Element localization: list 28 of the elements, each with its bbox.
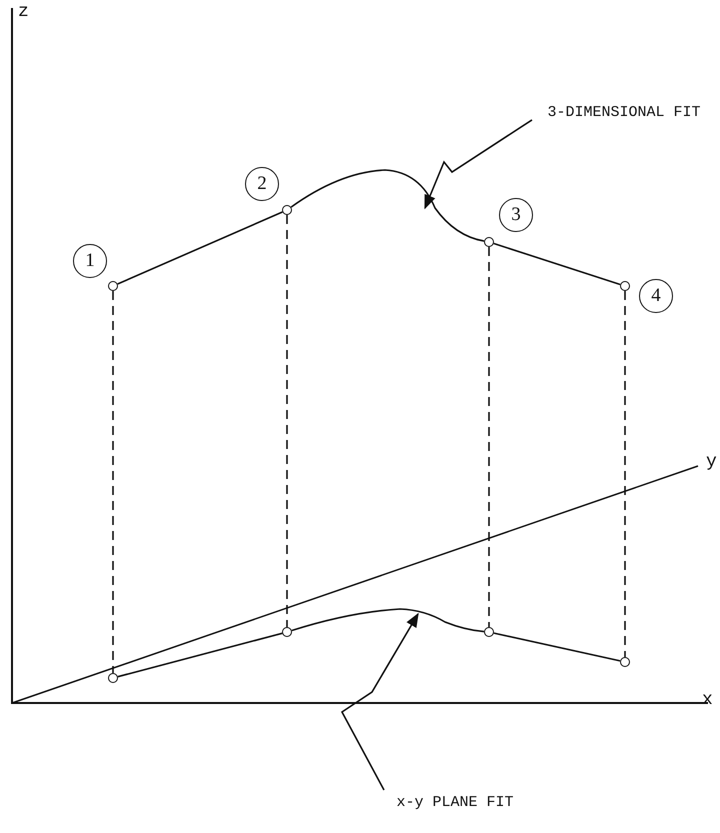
leader-arrow (424, 119, 532, 210)
callout-number: 4 (639, 279, 673, 313)
data-point (484, 237, 494, 247)
curve-segment (292, 608, 484, 632)
callout-number: 2 (245, 167, 279, 201)
data-point (620, 657, 630, 667)
data-point (620, 281, 630, 291)
data-point (108, 673, 118, 683)
axis-label: z (18, 2, 29, 22)
curve-label: x-y PLANE FIT (370, 790, 540, 814)
dashed-projection-line (624, 291, 626, 657)
data-point (484, 627, 494, 637)
curve-segment (118, 632, 282, 678)
curve-segment (290, 169, 484, 242)
dashed-projection-line (112, 291, 114, 673)
data-point (108, 281, 118, 291)
axis-label: y (706, 452, 717, 472)
curve-segment (117, 211, 283, 285)
data-point (282, 627, 292, 637)
leader-arrow (340, 612, 419, 790)
dashed-projection-line (488, 247, 490, 627)
callout-number: 1 (73, 244, 107, 278)
curve-segment (494, 632, 620, 662)
dashed-projection-line (286, 215, 288, 627)
data-point (282, 205, 292, 215)
callout-number: 3 (499, 198, 533, 232)
curve-segment (494, 242, 620, 286)
curve-label: 3-DIMENSIONAL FIT (532, 100, 716, 124)
